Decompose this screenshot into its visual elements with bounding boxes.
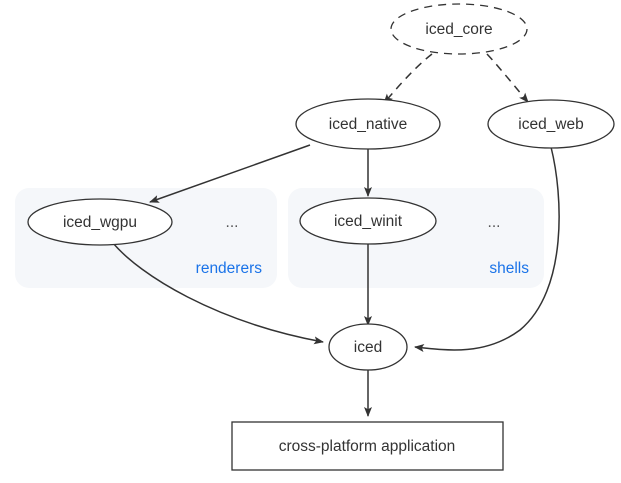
node-application-shape[interactable] bbox=[231, 421, 504, 471]
node-iced-winit[interactable]: iced_winit bbox=[299, 197, 437, 245]
edge-iced-wgpu-to-iced bbox=[112, 242, 324, 345]
node-iced-wgpu-shape[interactable] bbox=[27, 198, 173, 246]
node-iced-web-shape[interactable] bbox=[487, 99, 615, 149]
node-iced-native-shape[interactable] bbox=[295, 98, 441, 150]
node-iced-winit-shape[interactable] bbox=[299, 197, 437, 245]
node-iced-web[interactable]: iced_web bbox=[487, 99, 615, 149]
node-iced-native[interactable]: iced_native bbox=[295, 98, 441, 150]
edge-iced-core-to-iced-web bbox=[486, 53, 529, 103]
node-cross-platform-application[interactable]: cross-platform application bbox=[231, 421, 504, 471]
node-application-label: cross-platform application bbox=[279, 438, 456, 455]
edge-iced-native-to-iced-wgpu bbox=[149, 144, 311, 203]
node-iced-core-label: iced_core bbox=[425, 21, 492, 38]
node-iced-native-label: iced_native bbox=[329, 116, 407, 133]
node-iced-wgpu[interactable]: iced_wgpu bbox=[27, 198, 173, 246]
node-iced-label: iced bbox=[354, 339, 382, 356]
node-iced-core-shape[interactable] bbox=[390, 3, 528, 55]
node-iced[interactable]: iced bbox=[328, 323, 408, 371]
cluster-shells-ellipsis: ... bbox=[488, 214, 501, 231]
node-iced-shape[interactable] bbox=[328, 323, 408, 371]
cluster-renderers-label: renderers bbox=[196, 260, 263, 277]
cluster-renderers-ellipsis: ... bbox=[226, 214, 239, 231]
edge-iced-web-to-iced bbox=[414, 146, 560, 352]
node-iced-web-label: iced_web bbox=[518, 116, 584, 133]
node-iced-winit-label: iced_winit bbox=[334, 213, 403, 230]
edge-iced-core-to-iced-native bbox=[383, 53, 433, 104]
node-iced-wgpu-label: iced_wgpu bbox=[63, 214, 137, 231]
node-iced-core[interactable]: iced_core bbox=[390, 3, 528, 55]
cluster-shells-label: shells bbox=[489, 260, 529, 277]
